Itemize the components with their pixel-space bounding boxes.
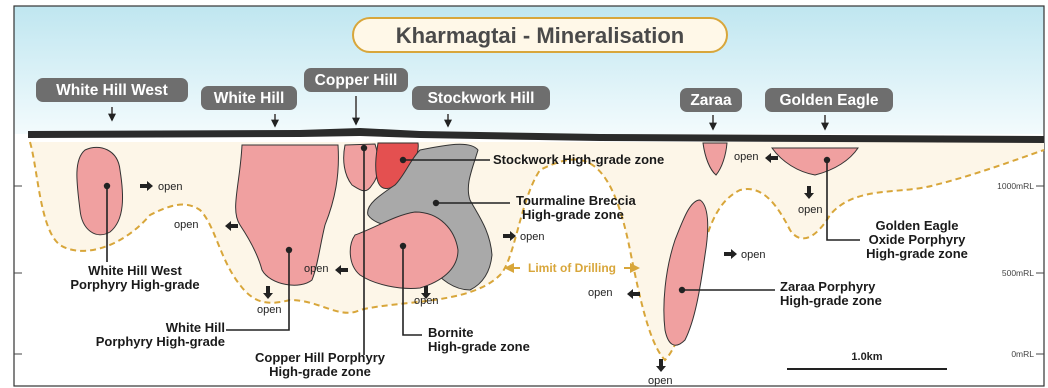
elevation-500: 500mRL (1002, 268, 1034, 278)
label-whw-2: Porphyry High-grade (70, 277, 199, 292)
label-wh-2: Porphyry High-grade (96, 334, 225, 349)
svg-text:1.0km: 1.0km (851, 351, 882, 363)
svg-text:White Hill West: White Hill West (56, 82, 168, 99)
figure-title: Kharmagtai - Mineralisation (396, 23, 685, 48)
svg-text:Limit of Drilling: Limit of Drilling (528, 261, 616, 275)
svg-text:Golden Eagle: Golden Eagle (779, 92, 878, 109)
svg-text:open: open (414, 295, 438, 307)
label-stockwork-zone: Stockwork High-grade zone (493, 152, 664, 167)
svg-text:open: open (257, 304, 281, 316)
svg-text:open: open (741, 249, 765, 261)
label-zaraa-2: High-grade zone (780, 293, 882, 308)
label-bornite-1: Bornite (428, 325, 474, 340)
label-tourmaline-2: High-grade zone (522, 207, 624, 222)
svg-text:open: open (648, 375, 672, 387)
svg-text:White Hill: White Hill (214, 90, 285, 107)
svg-text:open: open (304, 263, 328, 275)
svg-text:open: open (734, 151, 758, 163)
svg-text:Stockwork Hill: Stockwork Hill (428, 90, 535, 107)
elevation-0: 0mRL (1011, 349, 1034, 359)
label-wh-1: White Hill (166, 320, 225, 335)
label-zaraa-1: Zaraa Porphyry (780, 279, 876, 294)
svg-text:open: open (174, 219, 198, 231)
svg-text:open: open (588, 287, 612, 299)
label-bornite-2: High-grade zone (428, 339, 530, 354)
label-ge-2: Oxide Porphyry (869, 232, 967, 247)
label-ge-3: High-grade zone (866, 246, 968, 261)
label-tourmaline-1: Tourmaline Breccia (516, 193, 636, 208)
svg-text:Copper Hill: Copper Hill (315, 72, 398, 89)
svg-text:open: open (520, 231, 544, 243)
white-hill-west-orebody (77, 147, 123, 234)
label-ch-2: High-grade zone (269, 364, 371, 379)
label-ch-1: Copper Hill Porphyry (255, 350, 386, 365)
label-whw-1: White Hill West (88, 263, 182, 278)
svg-text:Zaraa: Zaraa (690, 92, 732, 109)
label-ge-1: Golden Eagle (875, 218, 958, 233)
elevation-1000: 1000mRL (997, 181, 1034, 191)
svg-text:open: open (798, 204, 822, 216)
svg-text:open: open (158, 181, 182, 193)
